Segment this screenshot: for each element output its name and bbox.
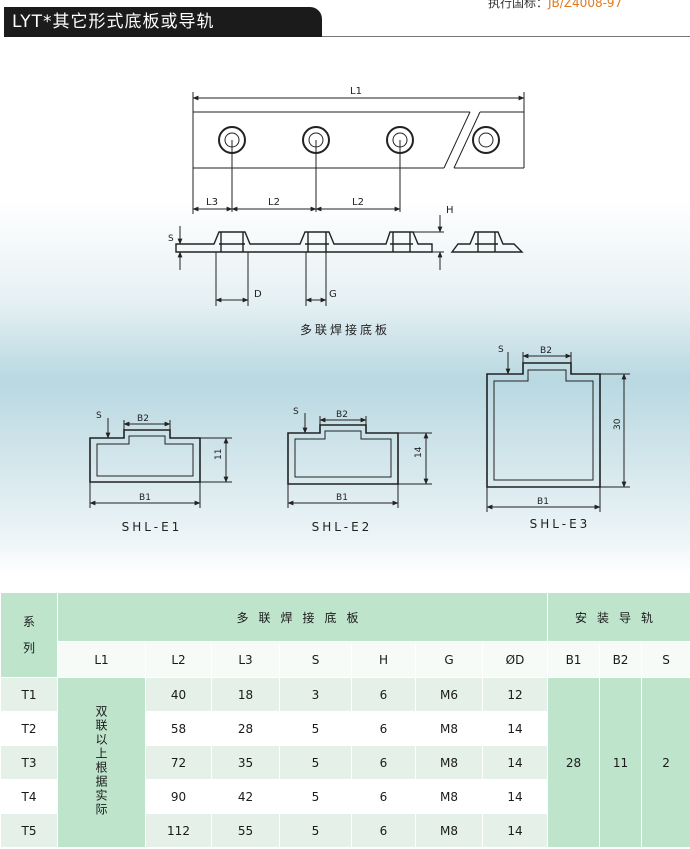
dim-b1-e1: B1 — [139, 493, 151, 503]
cell-d: 12 — [481, 677, 549, 712]
profile-shl-e1 — [89, 418, 232, 508]
cell-l2: 58 — [145, 711, 212, 746]
technical-drawing: L1 L3 L2 L2 H S D G 多联焊接底板 B2 S 11 B1 SH… — [89, 86, 630, 534]
cell-d: 14 — [481, 779, 549, 814]
plate-hole — [472, 126, 500, 154]
dim-11: 11 — [214, 449, 224, 460]
dim-s-e3: S — [498, 345, 504, 355]
cell-l2: 40 — [145, 677, 212, 712]
spec-table-wrapper: 系 列 多联焊接底板 安装导轨 L1 L2 L3 S H G ØD B1 B2 … — [0, 592, 690, 849]
dim-l1: L1 — [350, 86, 362, 97]
header-plate-group: 多联焊接底板 — [56, 592, 549, 642]
cell-h: 6 — [351, 677, 416, 712]
cell-l1-note: 双联以上根据实际 — [57, 677, 146, 848]
cell-l3: 18 — [211, 677, 280, 712]
profile-shl-e3 — [486, 352, 630, 512]
col-rail-s: S — [641, 641, 690, 678]
dim-l3: L3 — [206, 197, 218, 208]
cell-rail-b1: 28 — [547, 677, 601, 848]
header-series: 系 列 — [0, 592, 58, 678]
standard-reference: 执行国标：JB/Z4008-97 — [488, 0, 622, 11]
cell-rail-b2: 11 — [599, 677, 643, 848]
cell-d: 14 — [481, 813, 549, 848]
dim-b1-e2: B1 — [336, 493, 348, 503]
cell-h: 6 — [351, 779, 416, 814]
dim-b2-e1: B2 — [137, 414, 149, 424]
cell-l2: 72 — [145, 745, 212, 780]
standard-label: 执行国标： — [488, 0, 549, 10]
col-b1: B1 — [547, 641, 601, 678]
col-g: G — [415, 641, 483, 678]
cell-d: 14 — [481, 745, 549, 780]
header-rail-group: 安装导轨 — [547, 592, 690, 642]
dim-s-plate: S — [168, 234, 174, 244]
plate-top-view — [192, 111, 525, 212]
col-l2: L2 — [145, 641, 212, 678]
cell-g: M8 — [415, 779, 483, 814]
cell-g: M8 — [415, 813, 483, 848]
cell-d: 14 — [481, 711, 549, 746]
col-b2: B2 — [599, 641, 643, 678]
dim-d: D — [254, 289, 262, 300]
caption-multi-plate: 多联焊接底板 — [300, 322, 390, 337]
dim-b2-e2: B2 — [336, 410, 348, 420]
cell-g: M8 — [415, 711, 483, 746]
col-l1: L1 — [57, 641, 146, 678]
plate-side-view — [175, 231, 524, 253]
dim-14: 14 — [414, 446, 424, 458]
profile-label-e1: SHL-E1 — [122, 520, 183, 534]
spec-table: 系 列 多联焊接底板 安装导轨 L1 L2 L3 S H G ØD B1 B2 … — [0, 592, 690, 848]
cell-h: 6 — [351, 745, 416, 780]
dim-l2-second: L2 — [352, 197, 364, 208]
cell-s: 3 — [279, 677, 352, 712]
dim-s-e2: S — [293, 407, 299, 417]
cell-l3: 28 — [211, 711, 280, 746]
cell-h: 6 — [351, 711, 416, 746]
dim-s-e1: S — [96, 411, 102, 421]
dim-l2-first: L2 — [268, 197, 280, 208]
dim-30: 30 — [613, 418, 623, 430]
col-s: S — [279, 641, 352, 678]
dim-g: G — [329, 289, 337, 300]
profile-shl-e2 — [287, 413, 432, 508]
cell-l2: 90 — [145, 779, 212, 814]
cell-s: 5 — [279, 779, 352, 814]
cell-l3: 55 — [211, 813, 280, 848]
cell-series: T4 — [0, 779, 58, 814]
table-row: T1 双联以上根据实际 40 18 3 6 M6 12 28 11 2 — [0, 677, 690, 848]
cell-s: 5 — [279, 711, 352, 746]
cell-g: M6 — [415, 677, 483, 712]
cell-series: T2 — [0, 711, 58, 746]
cell-s: 5 — [279, 813, 352, 848]
col-d: ØD — [481, 641, 549, 678]
col-l3: L3 — [211, 641, 280, 678]
dim-b2-e3: B2 — [540, 346, 552, 356]
profile-label-e2: SHL-E2 — [312, 520, 373, 534]
cell-series: T3 — [0, 745, 58, 780]
cell-g: M8 — [415, 745, 483, 780]
dim-h: H — [446, 205, 454, 216]
cell-s: 5 — [279, 745, 352, 780]
cell-series: T1 — [0, 677, 58, 712]
dim-b1-e3: B1 — [537, 497, 549, 507]
title-rule — [322, 36, 690, 37]
cell-l2: 112 — [145, 813, 212, 848]
profile-label-e3: SHL-E3 — [530, 517, 591, 531]
cell-l3: 42 — [211, 779, 280, 814]
page-title: LYT*其它形式底板或导轨 — [4, 7, 322, 37]
standard-code: JB/Z4008-97 — [548, 0, 623, 10]
cell-rail-s: 2 — [641, 677, 690, 848]
col-h: H — [351, 641, 416, 678]
cell-series: T5 — [0, 813, 58, 848]
cell-l3: 35 — [211, 745, 280, 780]
cell-h: 6 — [351, 813, 416, 848]
